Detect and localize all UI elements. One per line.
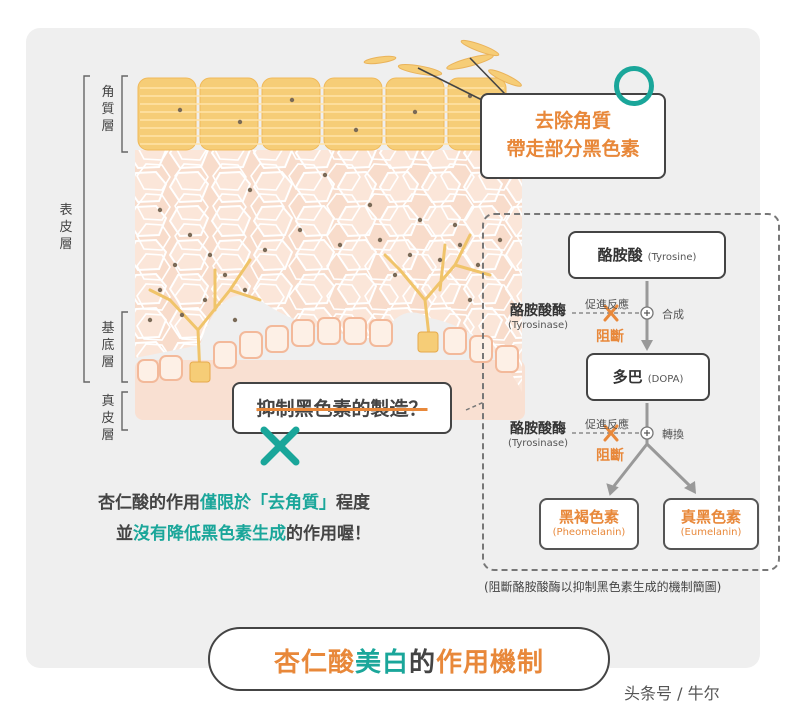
exfoliate-line2: 帶走部分黑色素 bbox=[506, 138, 640, 160]
inhibit-callout: 抑制黑色素的製造？ bbox=[232, 382, 452, 434]
enzyme-name-2: 酪胺酸酶 bbox=[510, 421, 566, 437]
melanocytes bbox=[148, 233, 492, 377]
title-part-c: 的 bbox=[409, 648, 437, 678]
title-part-a: 杏仁酸 bbox=[273, 648, 355, 678]
dopa-label: 多巴 bbox=[612, 368, 643, 386]
watermark: 头条号 / 牛尔 bbox=[624, 684, 720, 703]
label-stratum-corneum: 角質層 bbox=[101, 85, 115, 134]
title-part-b: 美白 bbox=[354, 648, 409, 678]
tyrosine-en-label: (Tyrosine) bbox=[647, 252, 697, 263]
promote-label-1: 促進反應 bbox=[585, 298, 629, 311]
pheomelanin-en-label: (Pheomelanin) bbox=[552, 527, 626, 538]
title-part-d: 作用機制 bbox=[436, 648, 545, 678]
caption-l1-c: 程度 bbox=[336, 493, 370, 513]
caption-l2-a: 並 bbox=[116, 524, 133, 544]
pathway-caption: (阻斷酪胺酸酶以抑制黑色素生成的機制簡圖) bbox=[484, 580, 722, 594]
caption-line-1: 杏仁酸的作用僅限於「去角質」程度 bbox=[98, 488, 370, 513]
tyrosine-label: 酪胺酸 bbox=[597, 246, 643, 264]
caption-line-2: 並沒有降低黑色素生成的作用喔！ bbox=[116, 519, 371, 544]
label-dermis: 真皮層 bbox=[101, 394, 115, 443]
dopa-en-label: (DOPA) bbox=[647, 374, 684, 385]
basal-cells bbox=[137, 317, 519, 383]
enzyme-label-1: 酪胺酸酶 (Tyrosinase) bbox=[500, 300, 576, 331]
dopa-box: 多巴 (DOPA) bbox=[586, 353, 710, 401]
inhibit-text: 抑制黑色素的製造？ bbox=[256, 398, 428, 420]
pathway-diagram bbox=[482, 213, 780, 571]
eumelanin-label: 真黑色素 bbox=[680, 508, 741, 526]
title-banner: 杏仁酸美白的作用機制 bbox=[208, 627, 610, 691]
block-label-2: 阻斷 bbox=[596, 448, 624, 464]
tyrosine-box: 酪胺酸 (Tyrosine) bbox=[568, 231, 726, 279]
enzyme-label-2: 酪胺酸酶 (Tyrosinase) bbox=[500, 418, 576, 449]
promote-label-2: 促進反應 bbox=[585, 418, 629, 431]
eumelanin-box: 真黑色素 (Eumelanin) bbox=[663, 498, 759, 550]
block-label-1: 阻斷 bbox=[596, 329, 624, 345]
convert-label: 轉換 bbox=[662, 428, 684, 441]
pheomelanin-box: 黑褐色素 (Pheomelanin) bbox=[539, 498, 639, 550]
title-text: 杏仁酸美白的作用機制 bbox=[210, 642, 608, 679]
label-basal-layer: 基底層 bbox=[101, 321, 115, 370]
enzyme-name-1: 酪胺酸酶 bbox=[510, 303, 566, 319]
exfoliate-line1: 去除角質 bbox=[534, 110, 611, 132]
correct-circle-icon bbox=[614, 66, 654, 106]
label-epidermis: 表皮層 bbox=[59, 203, 73, 252]
caption-l1-b: 僅限於「去角質」 bbox=[200, 493, 336, 513]
enzyme-en-1: (Tyrosinase) bbox=[507, 320, 569, 331]
caption-l2-b: 沒有降低黑色素生成 bbox=[133, 524, 286, 544]
enzyme-en-2: (Tyrosinase) bbox=[507, 438, 569, 449]
caption-l1-a: 杏仁酸的作用 bbox=[98, 493, 200, 513]
eumelanin-en-label: (Eumelanin) bbox=[680, 527, 742, 538]
wrong-cross-icon bbox=[260, 426, 300, 466]
melanin-granules bbox=[147, 172, 503, 323]
pheomelanin-label: 黑褐色素 bbox=[558, 508, 619, 526]
synth-label: 合成 bbox=[662, 308, 684, 321]
exfoliate-callout: 去除角質 帶走部分黑色素 bbox=[480, 93, 666, 179]
caption-l2-c: 的作用喔！ bbox=[286, 524, 371, 544]
